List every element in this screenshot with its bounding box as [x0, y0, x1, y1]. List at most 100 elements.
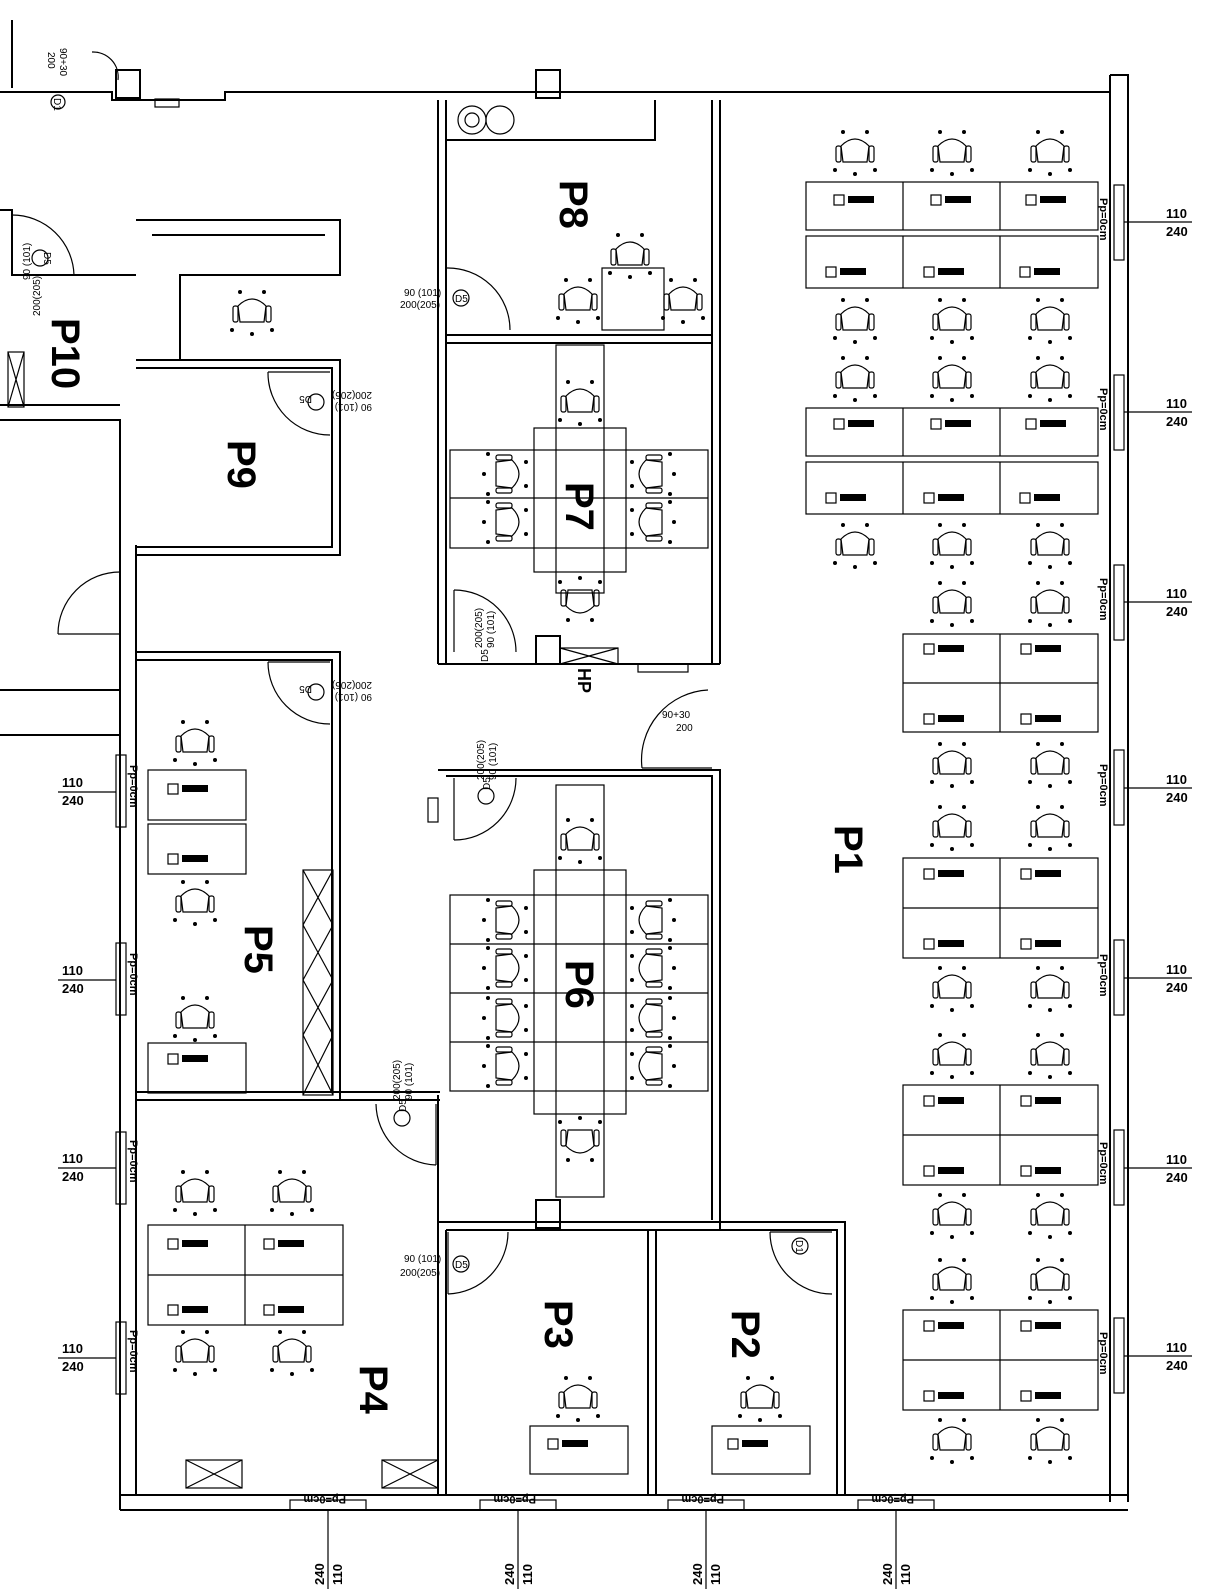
chair-icon — [661, 278, 705, 324]
svg-text:Pp=0cm: Pp=0cm — [1097, 1332, 1109, 1375]
chair-icon — [833, 298, 877, 344]
chair-icon — [930, 966, 974, 1012]
chair-icon — [482, 1044, 528, 1088]
chair-icon — [630, 1044, 676, 1088]
svg-text:240: 240 — [1166, 414, 1188, 429]
svg-text:D5: D5 — [455, 1260, 468, 1271]
monitor-icon — [167, 1304, 208, 1316]
monitor-icon — [1020, 1320, 1061, 1332]
svg-text:200(205): 200(205) — [476, 740, 487, 780]
monitor-icon — [1020, 938, 1061, 950]
svg-text:D5: D5 — [299, 393, 312, 404]
svg-text:Pp=0cm: Pp=0cm — [1097, 1142, 1109, 1185]
windows-bottom — [289, 1499, 935, 1589]
monitor-icon — [923, 266, 964, 278]
hp-label: HP — [574, 668, 594, 693]
svg-text:240: 240 — [1166, 604, 1188, 619]
svg-text:90+30: 90+30 — [57, 48, 68, 77]
door-tag-p2: D1 — [791, 1237, 809, 1255]
chair-icon — [556, 1376, 600, 1422]
monitor-icon — [1019, 492, 1060, 504]
chair-icon — [482, 946, 528, 990]
svg-text:D5: D5 — [482, 777, 493, 790]
svg-text:110: 110 — [1166, 1152, 1187, 1167]
monitor-icon — [167, 1053, 208, 1065]
chair-icon — [608, 233, 652, 279]
chair-icon — [482, 500, 528, 544]
chair-icon — [558, 576, 602, 622]
chair-icon — [173, 720, 217, 766]
monitor-icon — [923, 938, 964, 950]
svg-text:240: 240 — [62, 1169, 84, 1184]
chair-icon — [1028, 1418, 1072, 1464]
svg-text:110: 110 — [62, 1151, 83, 1166]
chair-icon — [173, 996, 217, 1042]
svg-text:110: 110 — [708, 1564, 723, 1585]
chair-icon — [930, 742, 974, 788]
chair-icon — [173, 880, 217, 926]
desks — [147, 181, 1099, 1475]
monitor-icon — [923, 492, 964, 504]
monitor-icon — [1020, 713, 1061, 725]
svg-text:240: 240 — [690, 1563, 705, 1585]
monitor-icon — [923, 1095, 964, 1107]
monitor-icon — [1020, 1095, 1061, 1107]
doors — [11, 51, 833, 1295]
svg-text:90 (101): 90 (101) — [404, 288, 441, 299]
svg-text:240: 240 — [502, 1563, 517, 1585]
svg-text:110: 110 — [1166, 962, 1187, 977]
svg-text:200: 200 — [676, 723, 693, 734]
monitor-icon — [930, 418, 971, 430]
chair-icon — [630, 996, 676, 1040]
chair-icon — [738, 1376, 782, 1422]
svg-text:110: 110 — [898, 1564, 913, 1585]
room-label-p6: P6 — [557, 960, 601, 1009]
svg-text:Pp=0cm: Pp=0cm — [493, 1493, 536, 1505]
room-label-p7: P7 — [557, 482, 601, 531]
svg-text:200(205): 200(205) — [400, 300, 440, 311]
svg-text:D1: D1 — [51, 98, 62, 111]
chair-icon — [173, 1170, 217, 1216]
svg-text:200(205): 200(205) — [400, 1268, 440, 1279]
chairs — [173, 130, 1072, 1464]
svg-text:Pp=0cm: Pp=0cm — [127, 1140, 139, 1183]
chair-icon — [930, 356, 974, 402]
svg-text:90 (101): 90 (101) — [404, 1254, 441, 1265]
svg-text:D5: D5 — [480, 649, 491, 662]
monitor-icon — [923, 1320, 964, 1332]
svg-text:200(205): 200(205) — [474, 608, 485, 648]
monitor-icon — [1020, 1390, 1061, 1402]
chair-icon — [930, 805, 974, 851]
monitor-icon — [1025, 194, 1066, 206]
monitor-icon — [1025, 418, 1066, 430]
monitor-icon — [833, 194, 874, 206]
svg-text:Pp=0cm: Pp=0cm — [1097, 578, 1109, 621]
chair-icon — [1028, 1258, 1072, 1304]
chair-icon — [630, 500, 676, 544]
svg-text:Pp=0cm: Pp=0cm — [127, 1330, 139, 1373]
svg-text:200(205): 200(205) — [332, 679, 372, 690]
monitor-icon — [923, 1165, 964, 1177]
svg-text:Pp=0cm: Pp=0cm — [681, 1493, 724, 1505]
svg-text:110: 110 — [330, 1564, 345, 1585]
svg-text:240: 240 — [62, 793, 84, 808]
svg-text:90 (101): 90 (101) — [335, 691, 372, 702]
chair-icon — [630, 946, 676, 990]
room-label-p3: P3 — [536, 1300, 580, 1349]
svg-text:90+30: 90+30 — [662, 710, 691, 721]
desk-equipment — [167, 194, 1066, 1450]
window-dim-left-3: 110 240 Pp=0cm — [62, 1140, 139, 1184]
windows-right — [1113, 184, 1192, 1394]
svg-text:D5: D5 — [41, 252, 52, 265]
interior-walls — [0, 100, 846, 1495]
chair-icon — [630, 898, 676, 942]
